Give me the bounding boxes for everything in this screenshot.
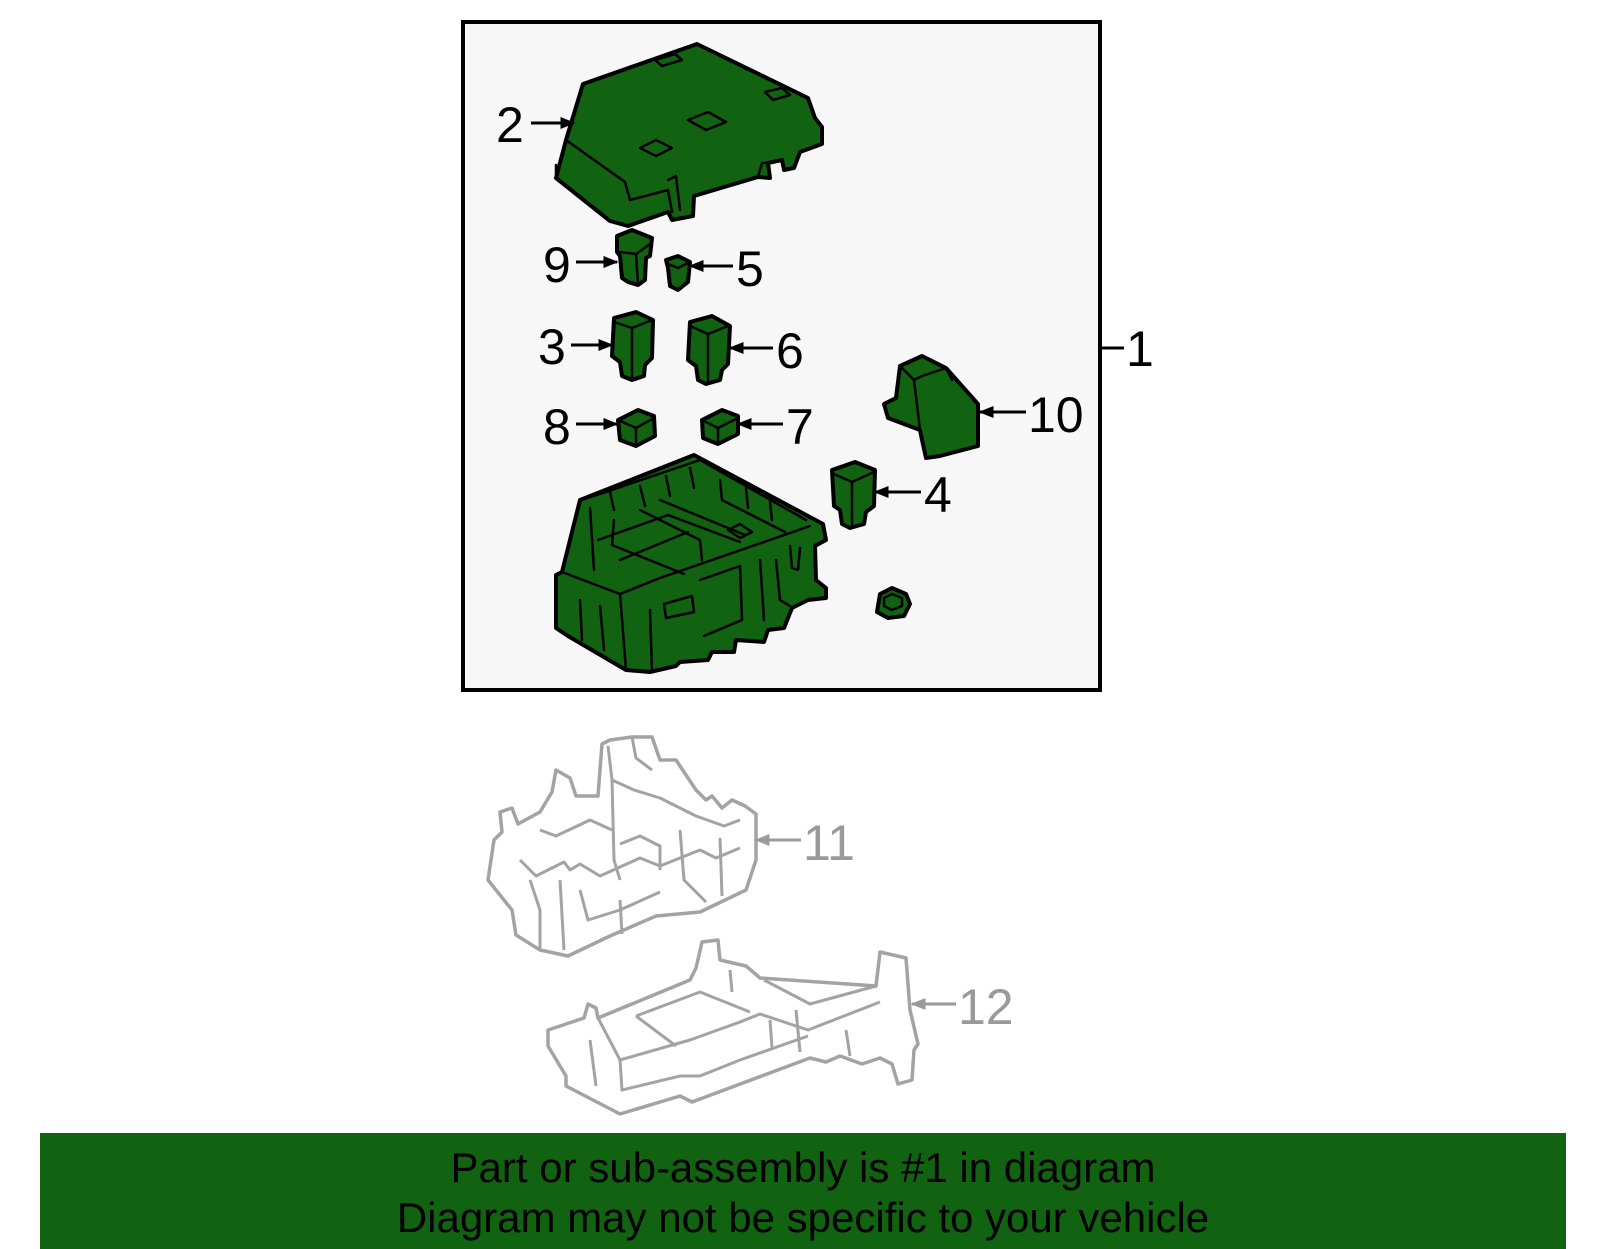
part-5-fuse [664, 254, 692, 292]
part-11-bracket [486, 735, 758, 958]
part-2-cover [554, 42, 824, 228]
banner-line-2: Diagram may not be specific to your vehi… [396, 1194, 1210, 1241]
callout-6: 6 [776, 323, 804, 379]
callout-10: 10 [1028, 387, 1084, 443]
callout-9: 9 [543, 237, 571, 293]
callout-7: 7 [786, 399, 814, 455]
callout-5: 5 [736, 241, 764, 297]
part-1-fuse-box-base [554, 453, 828, 674]
part-7-relay [700, 408, 740, 446]
callout-2: 2 [496, 97, 524, 153]
callout-8: 8 [543, 399, 571, 455]
part-9-fuse [615, 228, 654, 287]
info-banner: Part or sub-assembly is #1 in diagram Di… [40, 1133, 1566, 1249]
part-3-relay [610, 310, 655, 382]
part-10-bracket [882, 354, 980, 460]
banner-line-1: Part or sub-assembly is #1 in diagram [450, 1144, 1156, 1191]
callout-4: 4 [924, 467, 952, 523]
part-4-relay [830, 460, 877, 530]
callout-11: 11 [803, 815, 855, 871]
part-6-relay [686, 314, 732, 386]
part-8-relay [616, 408, 657, 448]
part-12-tray [546, 938, 920, 1116]
callout-3: 3 [538, 319, 566, 375]
callout-12: 12 [958, 979, 1014, 1035]
callout-leaders [531, 117, 1124, 1010]
callout-1: 1 [1126, 321, 1154, 377]
nut-part [875, 586, 912, 620]
